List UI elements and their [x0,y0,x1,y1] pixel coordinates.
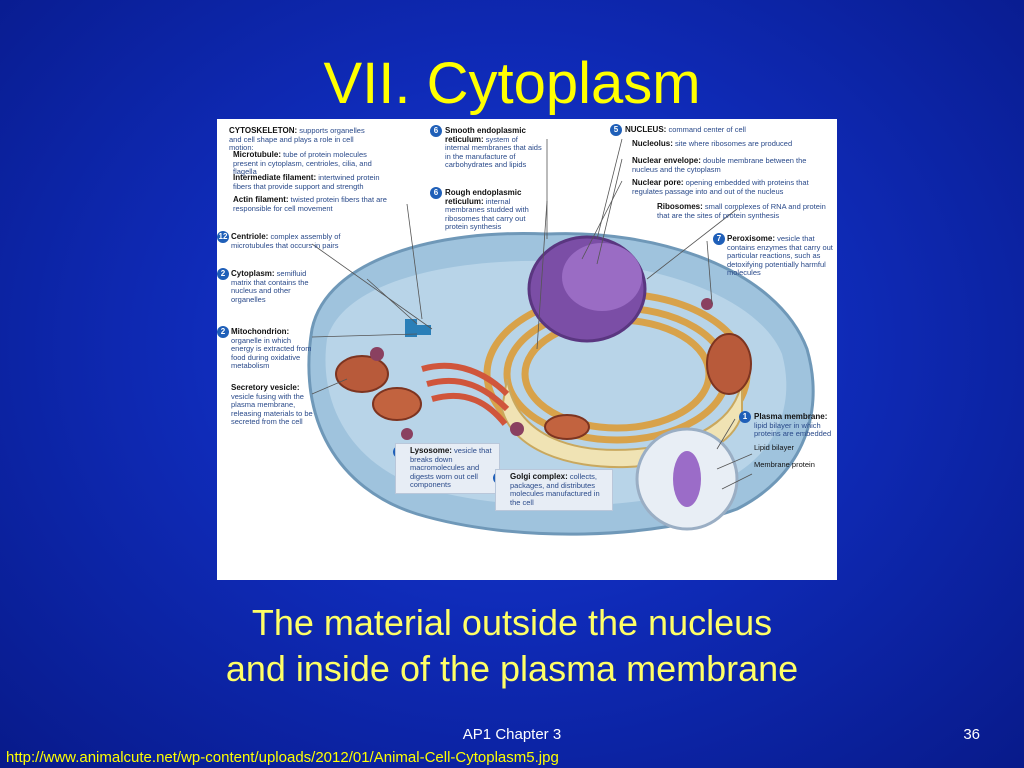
label-actin-filament: Actin filament: twisted protein fibers t… [233,195,393,213]
label-text: internal membranes studded with ribosome… [445,196,529,231]
label-text: tube of protein molecules present in cyt… [233,150,372,176]
label-text: double membrane between the nucleus and … [632,156,807,174]
label-text: supports organelles and cell shape and p… [229,126,365,152]
label-text: opening embedded with proteins that regu… [632,178,809,196]
label-peroxisome: Peroxisome: vesicle that contains enzyme… [727,234,835,278]
source-url-link[interactable]: http://www.animalcute.net/wp-content/upl… [6,749,559,766]
label-centriole: Centriole: complex assembly of microtubu… [231,232,351,250]
label-cytoskeleton: CYTOSKELETON: supports organelles and ce… [229,126,379,153]
label-nucleolus: Nucleolus: site where ribosomes are prod… [632,139,832,149]
label-text: small complexes of RNA and protein that … [657,202,826,220]
badge-nucleus: 5 [610,124,622,136]
badge-mitochondrion: 2 [217,326,229,338]
label-text: complex assembly of microtubules that oc… [231,232,341,250]
badge-plasma-membrane: 1 [739,411,751,423]
label-title: Intermediate filament: [233,173,317,182]
label-smooth-er: Smooth endoplasmic reticulum: system of … [445,126,543,170]
label-title: Cytoplasm: [231,269,275,278]
label-text: twisted protein fibers that are responsi… [233,195,387,213]
slide-subtitle: The material outside the nucleus and ins… [0,600,1024,692]
label-text: collects, packages, and distributes mole… [510,472,600,507]
label-text: vesicle that breaks down macromolecules … [410,446,492,489]
footer-chapter: AP1 Chapter 3 [462,726,562,743]
label-golgi-complex: Golgi complex: collects, packages, and d… [495,469,613,511]
label-rough-er: Rough endoplasmic reticulum: internal me… [445,188,543,232]
label-title: Rough endoplasmic reticulum: [445,188,522,206]
label-microtubule: Microtubule: tube of protein molecules p… [233,150,393,177]
label-mitochondrion: Mitochondrion: organelle in which energy… [231,327,316,371]
badge-smooth-er: 6 [430,125,442,137]
label-title: Nuclear envelope: [632,156,701,165]
page-number: 36 [963,726,980,743]
label-text: site where ribosomes are produced [675,139,793,148]
label-text: semifluid matrix that contains the nucle… [231,269,309,304]
badge-peroxisome: 7 [713,233,725,245]
label-membrane-protein: Membrane protein [754,460,815,469]
label-text: intertwined protein fibers that provide … [233,173,380,191]
label-nuclear-envelope: Nuclear envelope: double membrane betwee… [632,156,832,174]
label-text: vesicle that contains enzymes that carry… [727,234,833,277]
label-text: command center of cell [668,125,746,134]
label-title: NUCLEUS: [625,125,667,134]
label-nucleus: NUCLEUS: command center of cell [625,125,825,135]
label-lipid-bilayer: Lipid bilayer [754,443,795,452]
label-secretory-vesicle: Secretory vesicle: vesicle fusing with t… [231,383,319,427]
label-title: Secretory vesicle: [231,383,300,392]
slide-title: VII. Cytoplasm [323,51,701,116]
label-title: Actin filament: [233,195,289,204]
label-lysosome: Lysosome: vesicle that breaks down macro… [395,443,500,494]
label-title: Nucleolus: [632,139,673,148]
label-title: Lysosome: [410,446,452,455]
label-title: Golgi complex: [510,472,568,481]
label-title: Ribosomes: [657,202,703,211]
label-title: Mitochondrion: [231,327,290,336]
label-title: Centriole: [231,232,269,241]
subtitle-line-1: The material outside the nucleus [251,602,773,643]
label-text: vesicle fusing with the plasma membrane,… [231,391,313,426]
label-title: Peroxisome: [727,234,776,243]
label-plasma-membrane: Plasma membrane: lipid bilayer in which … [754,412,837,439]
label-text: lipid bilayer in which proteins are embe… [754,420,832,438]
label-title: Microtubule: [233,150,281,159]
label-nuclear-pore: Nuclear pore: opening embedded with prot… [632,178,832,196]
label-text: organelle in which energy is extracted f… [231,335,312,370]
cell-diagram-figure: CYTOSKELETON: supports organelles and ce… [217,119,837,580]
badge-cytoplasm: 2 [217,268,229,280]
label-title: Plasma membrane: [754,412,828,421]
label-intermediate-filament: Intermediate filament: intertwined prote… [233,173,393,191]
badge-rough-er: 6 [430,187,442,199]
label-ribosomes: Ribosomes: small complexes of RNA and pr… [657,202,835,220]
badge-centriole: 12 [217,231,229,243]
label-cytoplasm: Cytoplasm: semifluid matrix that contain… [231,269,326,304]
subtitle-line-2: and inside of the plasma membrane [225,648,799,689]
label-text: system of internal membranes that aids i… [445,134,542,169]
label-title: Nuclear pore: [632,178,684,187]
label-title: Smooth endoplasmic reticulum: [445,126,526,144]
label-title: CYTOSKELETON: [229,126,298,135]
